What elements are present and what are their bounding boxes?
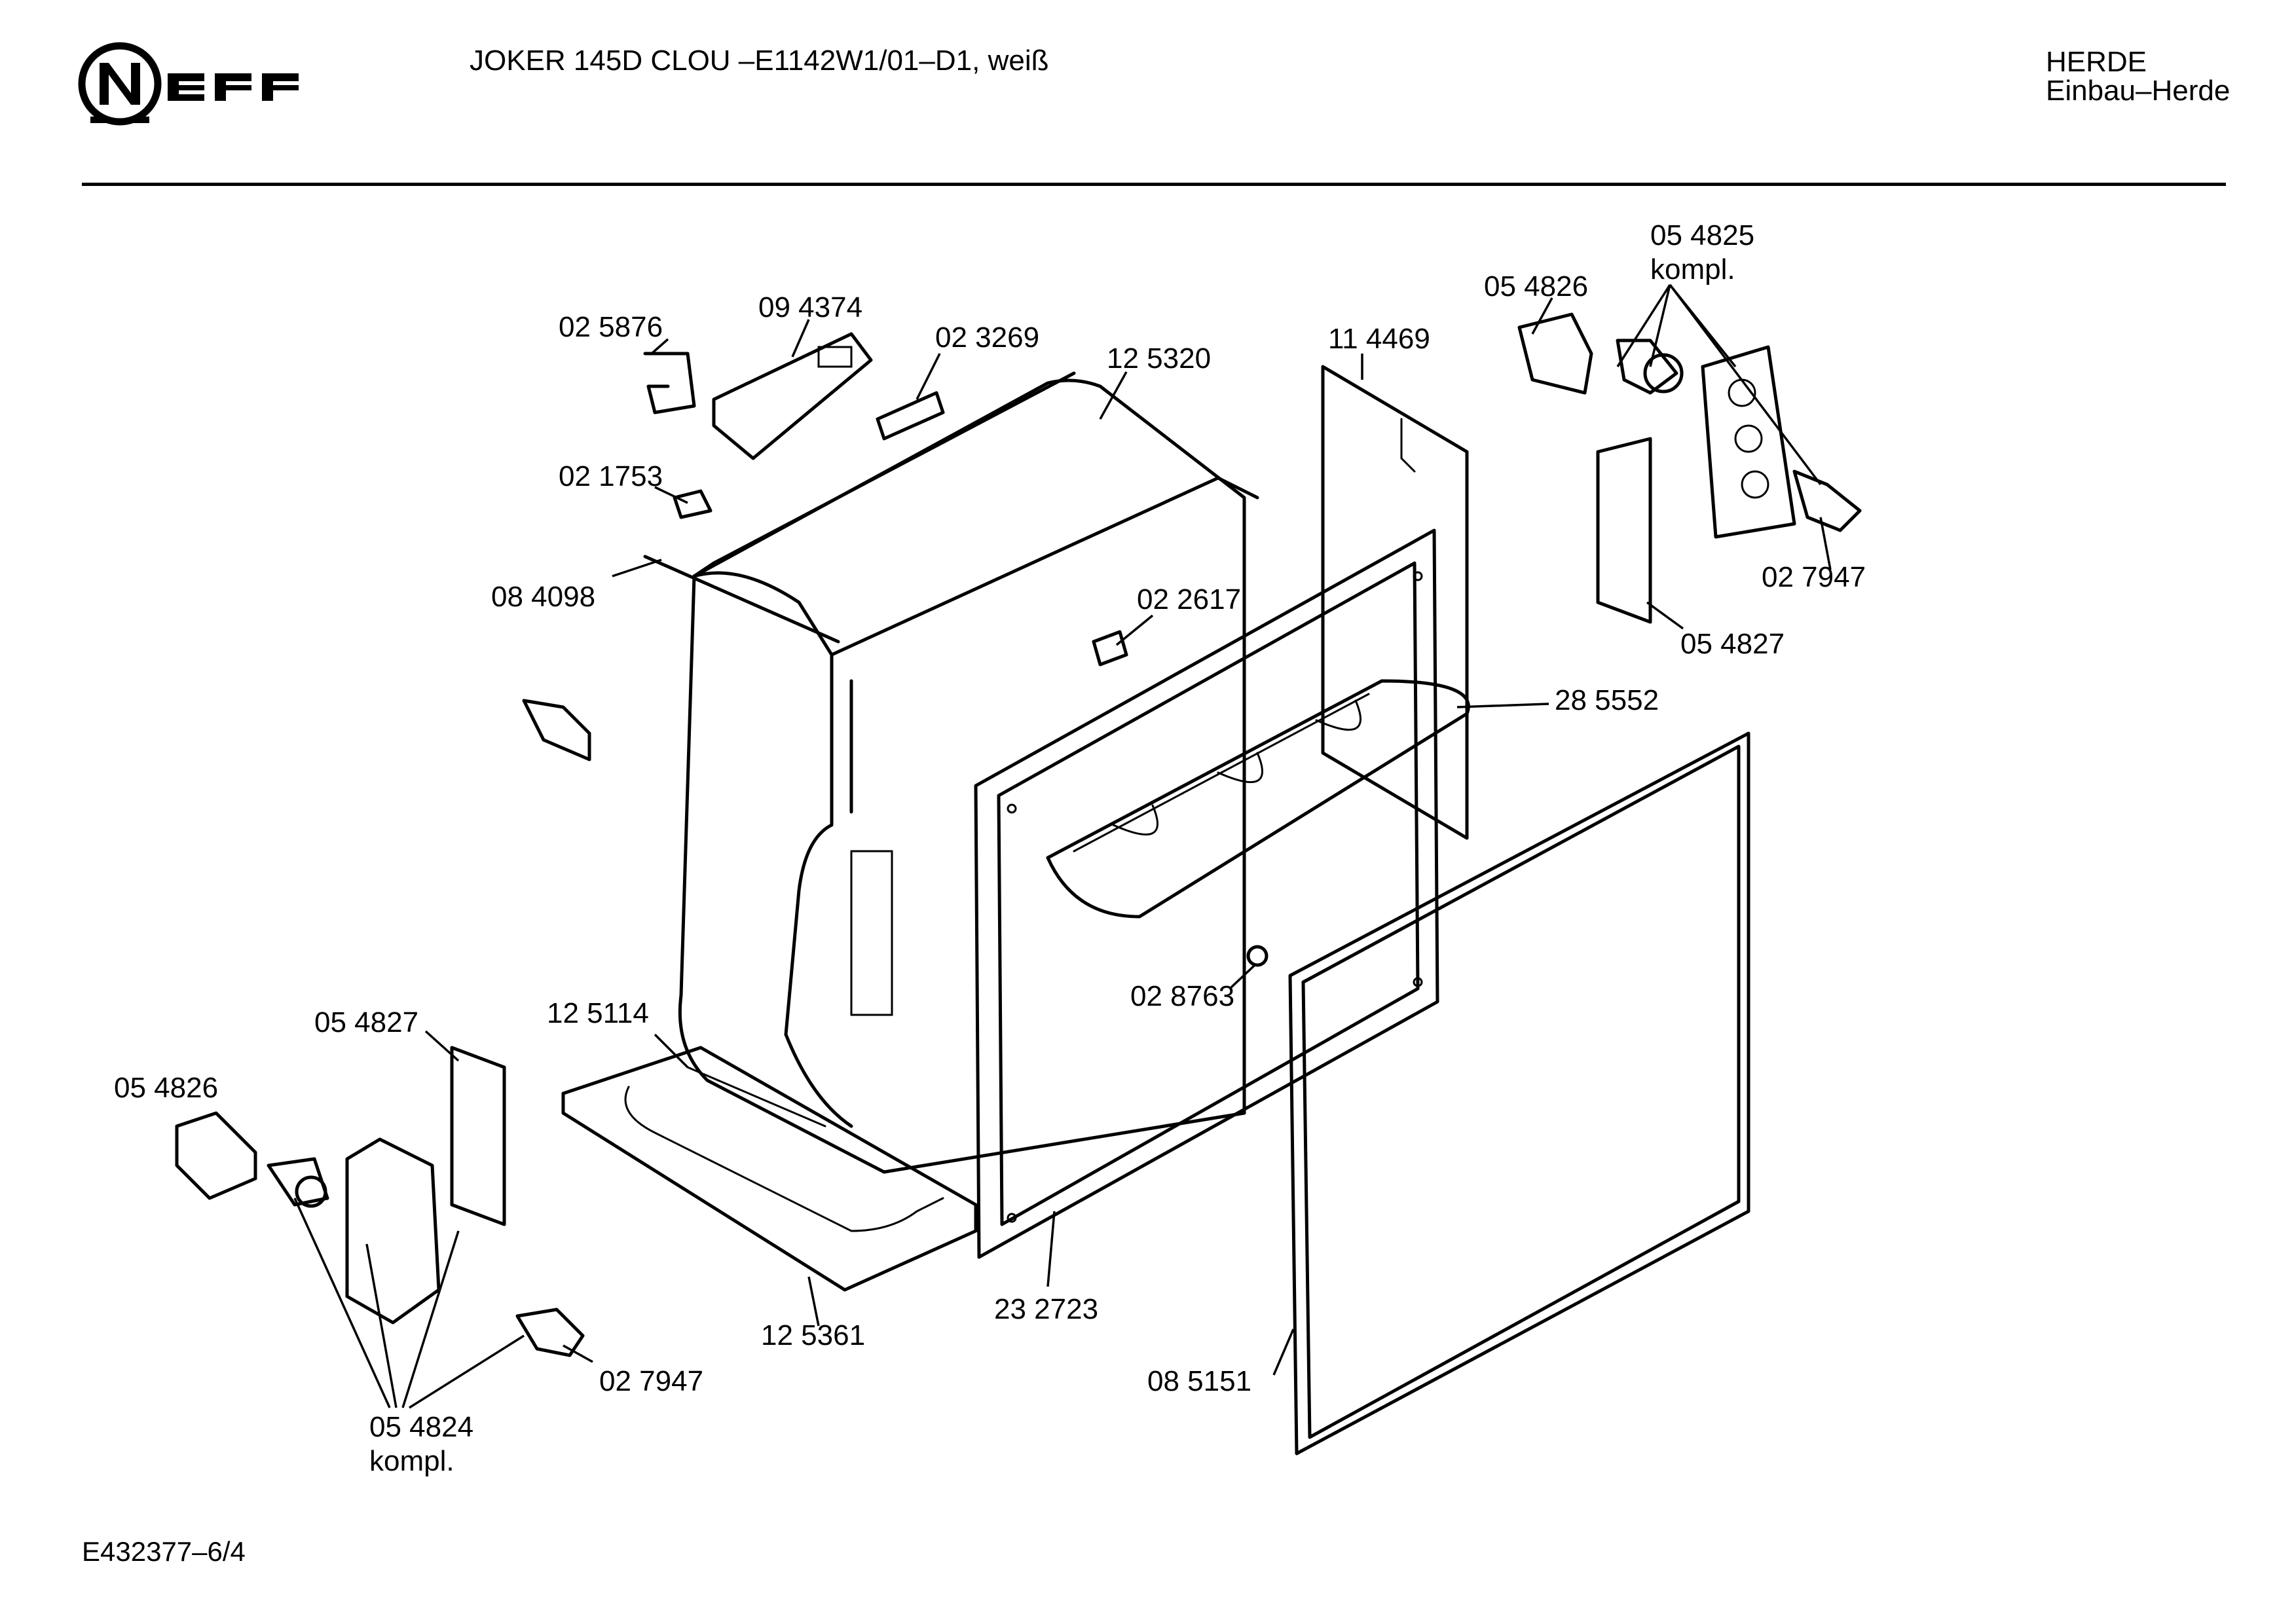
- top-heating-element: [1046, 679, 1470, 919]
- label-054825-kompl: kompl.: [1650, 253, 1735, 285]
- label-028763: 02 8763: [1130, 980, 1234, 1012]
- label-085151: 08 5151: [1147, 1365, 1251, 1397]
- label-054827-left: 05 4827: [314, 1006, 418, 1038]
- label-054826-top: 05 4826: [1484, 270, 1588, 302]
- label-054825: 05 4825: [1650, 219, 1754, 251]
- top-left-small-parts: [522, 332, 1128, 761]
- label-285552: 28 5552: [1555, 684, 1659, 716]
- insulation-panel-114469: [1321, 365, 1469, 840]
- label-125320: 12 5320: [1107, 342, 1211, 375]
- label-232723: 23 2723: [994, 1293, 1098, 1325]
- oven-cavity: [678, 371, 1259, 1174]
- label-054827-top: 05 4827: [1680, 628, 1785, 660]
- label-054824: 05 4824: [369, 1411, 473, 1443]
- label-021753: 02 1753: [559, 460, 663, 492]
- label-125114: 12 5114: [547, 997, 649, 1029]
- subcategory-label: Einbau–Herde: [2046, 75, 2231, 107]
- bottom-element-and-tray: [561, 1046, 978, 1292]
- label-023269: 02 3269: [935, 321, 1039, 354]
- label-025876: 02 5876: [559, 311, 663, 343]
- document-id: E432377–6/4: [82, 1536, 246, 1567]
- label-054826-left: 05 4826: [114, 1072, 218, 1104]
- neff-logo: [77, 39, 352, 134]
- header-divider: [82, 183, 2226, 186]
- part-number-labels: 02 5876 09 4374 02 3269 12 5320 11 4469 …: [114, 219, 1866, 1477]
- label-125361: 12 5361: [761, 1319, 865, 1351]
- label-114469: 11 4469: [1328, 323, 1430, 355]
- label-094374: 09 4374: [758, 291, 862, 323]
- door-seal-085151: [1288, 731, 1750, 1456]
- front-frame: [974, 528, 1439, 1259]
- label-027947-top: 02 7947: [1762, 561, 1866, 593]
- label-084098: 08 4098: [491, 581, 595, 613]
- leader-lines: [293, 284, 1832, 1409]
- label-027947-bottom: 02 7947: [599, 1365, 703, 1397]
- category-label: HERDE: [2046, 46, 2147, 78]
- label-054824-kompl: kompl.: [369, 1445, 454, 1477]
- label-022617: 02 2617: [1137, 583, 1241, 615]
- model-title: JOKER 145D CLOU –E1142W1/01–D1, weiß: [470, 45, 1049, 77]
